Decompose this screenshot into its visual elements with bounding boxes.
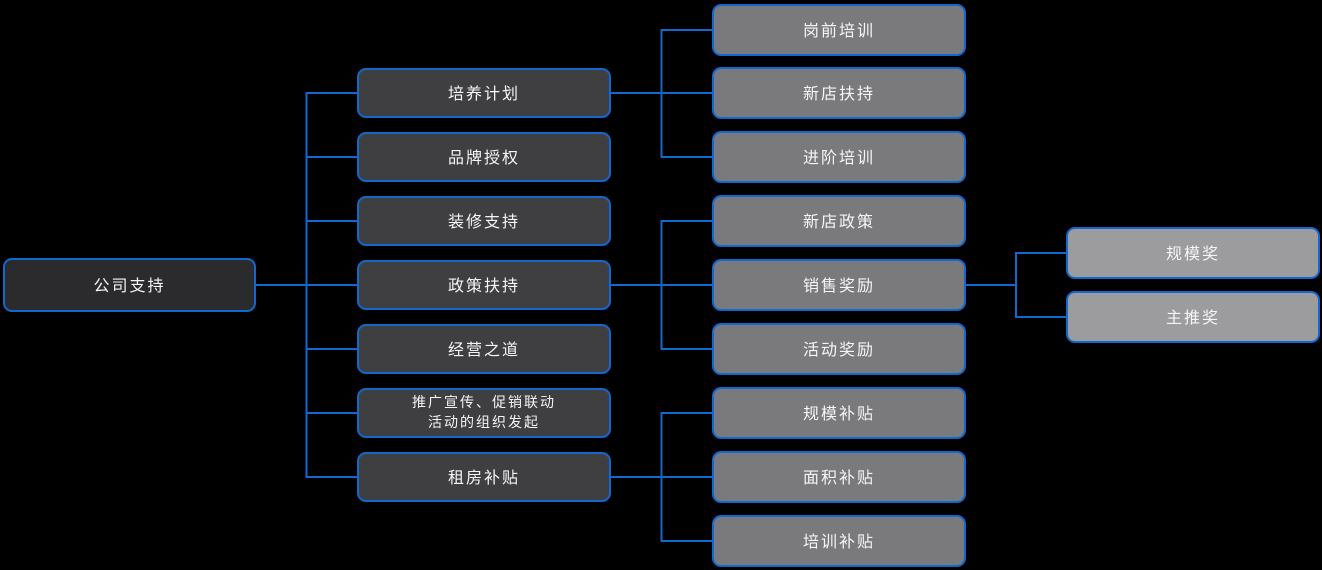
node-decoration-support[interactable]: 装修支持 xyxy=(357,196,611,246)
connector-new-store-policy xyxy=(611,220,712,286)
connector-advanced-training xyxy=(611,92,712,158)
node-rent-subsidy[interactable]: 租房补贴 xyxy=(357,452,611,502)
node-company-support[interactable]: 公司支持 xyxy=(3,258,256,312)
node-training-subsidy[interactable]: 培训补贴 xyxy=(712,515,966,567)
connector-scale-award xyxy=(966,252,1066,286)
node-training-plan[interactable]: 培养计划 xyxy=(357,68,611,118)
node-new-store-support[interactable]: 新店扶持 xyxy=(712,67,966,119)
node-scale-award[interactable]: 规模奖 xyxy=(1066,227,1320,279)
node-area-subsidy[interactable]: 面积补贴 xyxy=(712,451,966,503)
node-sales-reward[interactable]: 销售奖励 xyxy=(712,259,966,311)
node-policy-support[interactable]: 政策扶持 xyxy=(357,260,611,310)
node-new-store-policy[interactable]: 新店政策 xyxy=(712,195,966,247)
node-business-way[interactable]: 经营之道 xyxy=(357,324,611,374)
node-promotion[interactable]: 推广宣传、促销联动 活动的组织发起 xyxy=(357,388,611,438)
connector-main-push-award xyxy=(966,284,1066,318)
node-scale-subsidy[interactable]: 规模补贴 xyxy=(712,387,966,439)
node-main-push-award[interactable]: 主推奖 xyxy=(1066,291,1320,343)
node-pre-job-training[interactable]: 岗前培训 xyxy=(712,4,966,56)
node-advanced-training[interactable]: 进阶培训 xyxy=(712,131,966,183)
connector-scale-subsidy xyxy=(611,412,712,478)
connector-activity-reward xyxy=(611,284,712,350)
connector-pre-job-training xyxy=(611,29,712,94)
node-brand-license[interactable]: 品牌授权 xyxy=(357,132,611,182)
node-activity-reward[interactable]: 活动奖励 xyxy=(712,323,966,375)
connector-rent-subsidy xyxy=(256,284,357,478)
connector-decoration-support xyxy=(256,220,357,286)
connector-training-subsidy xyxy=(611,476,712,542)
